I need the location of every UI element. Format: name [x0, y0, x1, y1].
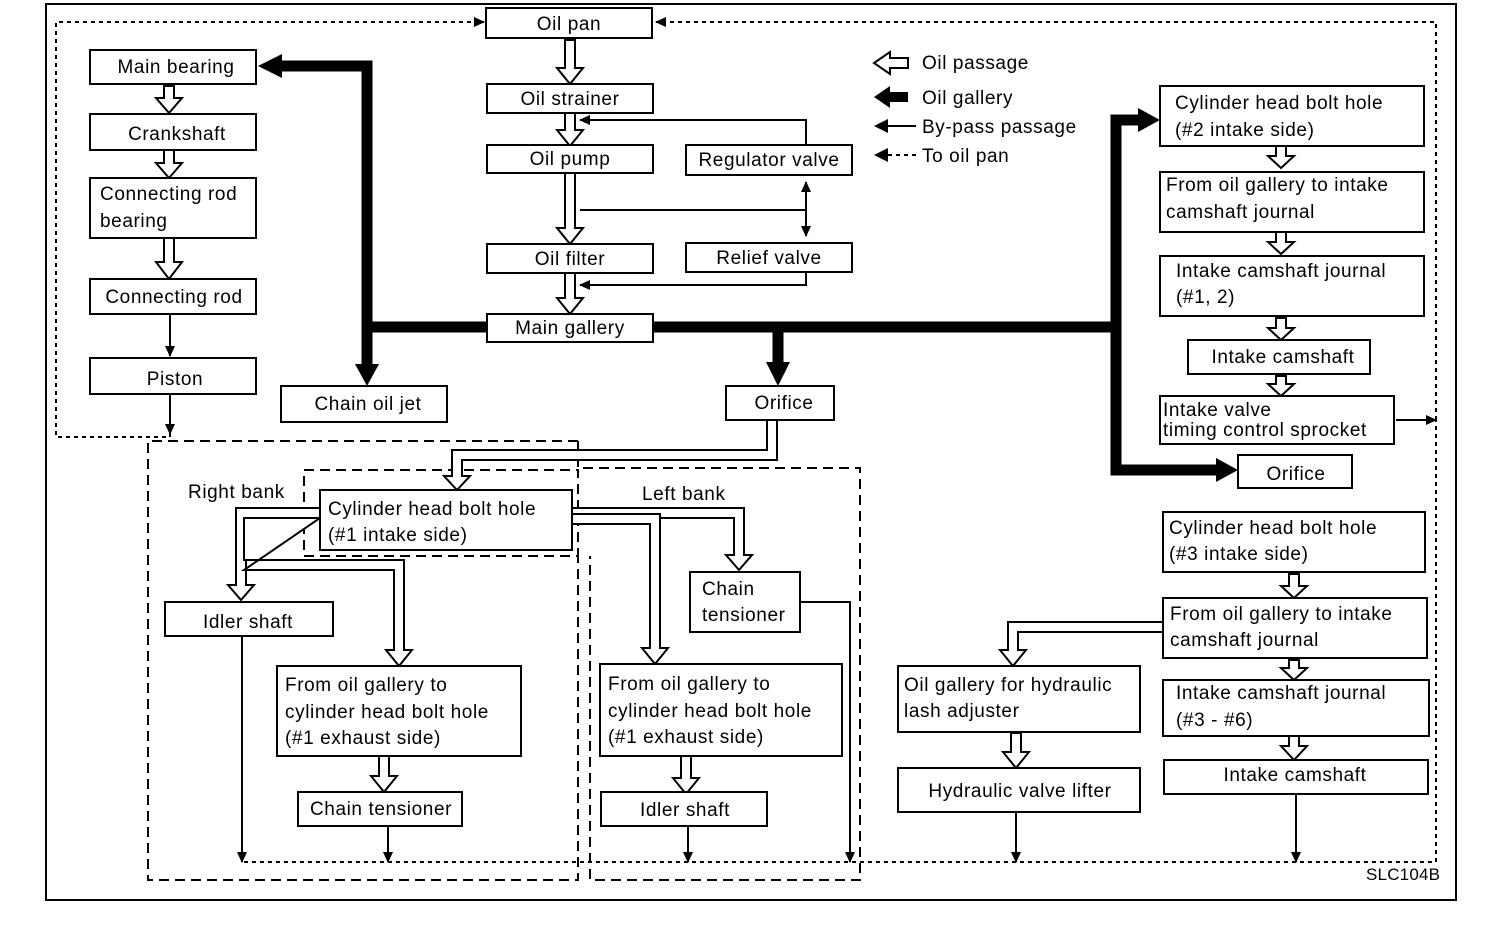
cylinder-head-bolt-2-box: Cylinder head bolt hole (#2 intake side) — [1159, 85, 1425, 147]
intake-cam-journal-b-label-2: (#3 - #6) — [1176, 710, 1253, 731]
outer-frame — [45, 3, 1457, 901]
to-oil-pan-legend-icon — [874, 148, 888, 162]
oil-passage-legend-icon — [872, 50, 909, 76]
from-gallery-right-box: From oil gallery to cylinder head bolt h… — [276, 665, 522, 757]
oil-filter-box: Oil filter — [486, 243, 654, 274]
from-gallery-left-label-1: From oil gallery to — [608, 674, 770, 695]
connecting-rod-bearing-label-1: Connecting rod — [100, 184, 237, 205]
cylinder-head-bolt-3-label-1: Cylinder head bolt hole — [1169, 518, 1377, 539]
intake-cam-journal-b-label-1: Intake camshaft journal — [1176, 683, 1386, 704]
intake-camshaft-b-label: Intake camshaft — [1223, 765, 1366, 786]
oil-pump-box: Oil pump — [486, 144, 654, 174]
orifice-center-label: Orifice — [754, 393, 813, 414]
intake-cam-journal-a-box: Intake camshaft journal (#1, 2) — [1159, 255, 1425, 317]
chain-tensioner-right-box: Chain tensioner — [297, 791, 463, 827]
piston-box: Piston — [89, 357, 257, 395]
intake-cam-journal-a-label-2: (#1, 2) — [1176, 287, 1235, 308]
ivtc-sprocket-label-1: Intake valve — [1163, 400, 1272, 421]
from-gallery-intake-a-label-1: From oil gallery to intake — [1166, 175, 1389, 196]
hydraulic-valve-lifter-box: Hydraulic valve lifter — [897, 767, 1141, 813]
regulator-valve-label: Regulator valve — [698, 150, 839, 171]
connecting-rod-box: Connecting rod — [89, 278, 257, 315]
legend-oil-passage: Oil passage — [922, 53, 1029, 74]
idler-shaft-left-label: Idler shaft — [640, 800, 730, 821]
idler-shaft-right-label: Idler shaft — [203, 612, 293, 633]
intake-cam-journal-a-label-1: Intake camshaft journal — [1176, 261, 1386, 282]
oil-gallery-hla-box: Oil gallery for hydraulic lash adjuster — [897, 665, 1141, 733]
idler-shaft-right-box: Idler shaft — [164, 601, 334, 637]
oil-passage-arrows — [153, 39, 1310, 796]
orifice-right-label: Orifice — [1266, 464, 1325, 485]
oil-filter-label: Oil filter — [535, 249, 605, 270]
intake-cam-journal-b-box: Intake camshaft journal (#3 - #6) — [1162, 679, 1430, 737]
crankshaft-label: Crankshaft — [128, 124, 226, 145]
orifice-right-box: Orifice — [1237, 454, 1353, 489]
chain-tensioner-right-label: Chain tensioner — [310, 799, 452, 820]
from-gallery-intake-b-box: From oil gallery to intake camshaft jour… — [1162, 597, 1428, 659]
legend-bypass: By-pass passage — [922, 117, 1077, 138]
from-gallery-left-label-2: cylinder head bolt hole — [608, 701, 812, 722]
from-gallery-right-label-2: cylinder head bolt hole — [285, 702, 489, 723]
regulator-valve-box: Regulator valve — [685, 144, 853, 176]
connecting-rod-bearing-box: Connecting rod bearing — [89, 177, 257, 239]
cylinder-head-bolt-1-label-1: Cylinder head bolt hole — [328, 499, 536, 520]
chain-tensioner-left-label-1: Chain — [702, 579, 755, 600]
from-gallery-intake-a-label-2: camshaft journal — [1166, 202, 1315, 223]
hydraulic-valve-lifter-label: Hydraulic valve lifter — [928, 781, 1111, 802]
crankshaft-box: Crankshaft — [89, 113, 257, 151]
chain-oil-jet-box: Chain oil jet — [280, 385, 448, 423]
oil-gallery-lines — [258, 54, 1238, 482]
from-gallery-left-box: From oil gallery to cylinder head bolt h… — [599, 663, 843, 757]
cylinder-head-bolt-1-box: Cylinder head bolt hole (#1 intake side) — [319, 489, 573, 551]
from-gallery-right-label-1: From oil gallery to — [285, 675, 447, 696]
bypass-lines — [165, 115, 1437, 863]
cylinder-head-bolt-2-label-1: Cylinder head bolt hole — [1175, 93, 1383, 114]
cylinder-head-bolt-2-label-2: (#2 intake side) — [1175, 120, 1315, 141]
legend-oil-gallery: Oil gallery — [922, 88, 1013, 109]
intake-camshaft-b-box: Intake camshaft — [1163, 759, 1429, 795]
figure-code: SLC104B — [1366, 865, 1440, 884]
oil-gallery-hla-label-1: Oil gallery for hydraulic — [904, 675, 1112, 696]
chain-tensioner-left-label-2: tensioner — [702, 605, 786, 626]
from-gallery-intake-a-box: From oil gallery to intake camshaft jour… — [1159, 171, 1425, 233]
bypass-legend-icon — [874, 119, 888, 133]
ivtc-sprocket-box: Intake valve timing control sprocket — [1159, 395, 1395, 445]
from-gallery-left-label-3: (#1 exhaust side) — [608, 727, 764, 748]
intake-camshaft-a-box: Intake camshaft — [1187, 339, 1371, 375]
main-gallery-label: Main gallery — [515, 318, 625, 339]
oil-pan-label: Oil pan — [537, 14, 601, 35]
relief-valve-box: Relief valve — [685, 242, 853, 273]
idler-shaft-left-box: Idler shaft — [600, 791, 768, 827]
orifice-center-box: Orifice — [725, 385, 835, 421]
main-bearing-box: Main bearing — [89, 49, 257, 85]
cylinder-head-bolt-3-box: Cylinder head bolt hole (#3 intake side) — [1162, 511, 1426, 573]
connecting-rod-label: Connecting rod — [105, 287, 242, 308]
chain-tensioner-left-box: Chain tensioner — [689, 571, 801, 633]
right-bank-label: Right bank — [188, 482, 285, 503]
cylinder-head-bolt-3-label-2: (#3 intake side) — [1169, 544, 1309, 565]
left-bank-label: Left bank — [642, 484, 726, 505]
ivtc-sprocket-label-2: timing control sprocket — [1163, 420, 1367, 441]
intake-camshaft-a-label: Intake camshaft — [1211, 347, 1354, 368]
oil-gallery-legend-icon — [874, 86, 908, 108]
oil-strainer-label: Oil strainer — [520, 89, 619, 110]
cylinder-head-bolt-1-label-2: (#1 intake side) — [328, 525, 468, 546]
chain-oil-jet-label: Chain oil jet — [314, 394, 421, 415]
piston-label: Piston — [147, 369, 203, 390]
from-gallery-intake-b-label-2: camshaft journal — [1170, 630, 1319, 651]
main-bearing-label: Main bearing — [117, 57, 234, 78]
oil-pump-label: Oil pump — [530, 149, 611, 170]
oil-pan-box: Oil pan — [485, 7, 653, 39]
main-gallery-box: Main gallery — [486, 313, 654, 343]
legend: Oil passage Oil gallery By-pass passage … — [872, 50, 1077, 167]
connecting-rod-bearing-label-2: bearing — [100, 211, 168, 232]
legend-to-oil-pan: To oil pan — [922, 146, 1009, 167]
from-gallery-intake-b-label-1: From oil gallery to intake — [1170, 604, 1393, 625]
oil-strainer-box: Oil strainer — [486, 83, 654, 114]
from-gallery-right-label-3: (#1 exhaust side) — [285, 728, 441, 749]
oil-gallery-hla-label-2: lash adjuster — [904, 701, 1020, 722]
relief-valve-label: Relief valve — [716, 248, 821, 269]
